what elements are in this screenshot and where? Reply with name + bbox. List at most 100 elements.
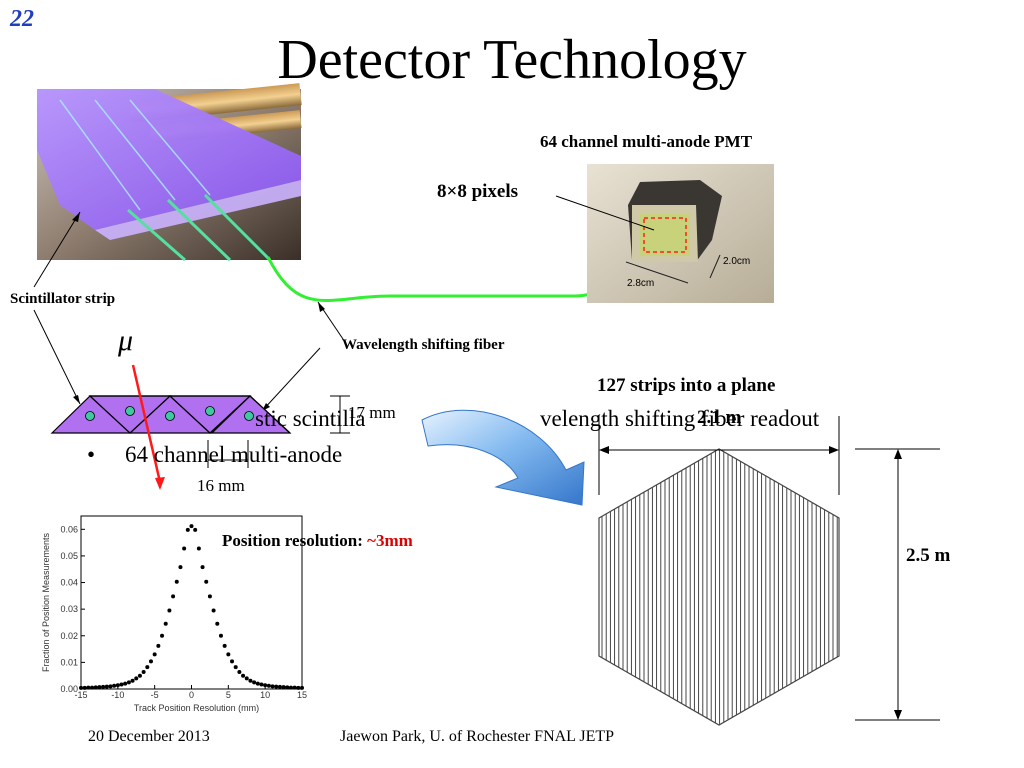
pmt-width-label: 2.8cm xyxy=(627,278,655,289)
data-point xyxy=(167,608,172,613)
data-point xyxy=(200,565,205,570)
slide-number: 22 xyxy=(10,6,34,32)
bullet-1-fragment-a: stic scintilla xyxy=(255,406,366,431)
position-resolution-value: ~3mm xyxy=(367,531,413,550)
x-tick-label: 10 xyxy=(260,690,270,700)
plane-height-label: 2.5 m xyxy=(906,545,951,566)
data-point xyxy=(263,683,268,688)
data-point xyxy=(145,665,150,670)
bullet-2-marker: • xyxy=(87,442,96,467)
data-point xyxy=(255,681,260,686)
footer-author: Jaewon Park, U. of Rochester FNAL JETP xyxy=(340,728,615,745)
x-tick-label: 5 xyxy=(226,690,231,700)
x-tick-label: 0 xyxy=(189,690,194,700)
width-dimension xyxy=(598,416,840,495)
data-point xyxy=(182,546,187,551)
height-dimension xyxy=(855,448,940,721)
data-point xyxy=(266,683,271,688)
data-point xyxy=(207,594,212,599)
data-point xyxy=(97,685,102,690)
scint-strip-pointer-2 xyxy=(33,309,81,405)
wls-fiber-label: Wavelength shifting fiber xyxy=(342,337,505,353)
data-point xyxy=(123,681,128,686)
data-point xyxy=(241,673,246,678)
data-point xyxy=(82,685,87,690)
data-point xyxy=(90,685,95,690)
data-point xyxy=(160,633,165,638)
x-tick-label: -15 xyxy=(74,690,87,700)
data-point xyxy=(218,633,223,638)
data-point xyxy=(292,685,297,690)
x-tick-label: 15 xyxy=(297,690,307,700)
data-point xyxy=(178,565,183,570)
data-point xyxy=(193,527,198,532)
data-point xyxy=(115,683,120,688)
muon-symbol: μ xyxy=(118,324,134,357)
y-tick-label: 0.03 xyxy=(60,604,78,614)
data-point xyxy=(226,652,231,657)
scint-strip-pointer xyxy=(33,211,81,288)
position-resolution-prefix: Position resolution: xyxy=(222,531,368,550)
data-point xyxy=(248,678,253,683)
data-point xyxy=(101,684,106,689)
data-point xyxy=(174,579,179,584)
plane-width-label: 2.1 m xyxy=(697,407,742,428)
pixels-label: 8×8 pixels xyxy=(437,181,519,202)
data-point xyxy=(296,685,301,690)
strip-cross-section xyxy=(50,395,350,468)
strips-plane-label: 127 strips into a plane xyxy=(597,375,776,396)
position-resolution-label: Position resolution: ~3mm xyxy=(222,531,413,551)
data-point xyxy=(196,546,201,551)
data-point xyxy=(189,524,194,529)
data-point xyxy=(108,684,113,689)
curved-arrow xyxy=(421,409,585,506)
strip-width-label: 16 mm xyxy=(197,476,245,495)
data-point xyxy=(112,683,117,688)
data-point xyxy=(285,685,290,690)
bullet-1-fragment-b: velength shifting fiber readout xyxy=(540,406,820,431)
data-point xyxy=(230,659,235,664)
data-point xyxy=(252,680,257,685)
data-point xyxy=(130,678,135,683)
data-point xyxy=(270,684,275,689)
data-point xyxy=(259,682,264,687)
data-point xyxy=(281,685,286,690)
y-tick-label: 0.01 xyxy=(60,657,78,667)
page-title: Detector Technology xyxy=(277,29,747,91)
data-point xyxy=(233,665,238,670)
y-tick-label: 0.02 xyxy=(60,631,78,641)
pmt-title-label: 64 channel multi-anode PMT xyxy=(540,132,753,151)
data-point xyxy=(211,608,216,613)
data-point xyxy=(185,527,190,532)
data-point xyxy=(274,684,279,689)
muon-track xyxy=(131,364,162,483)
scintillator-strip-label: Scintillator strip xyxy=(10,291,116,307)
y-tick-label: 0.06 xyxy=(60,524,78,534)
y-axis-label: Fraction of Position Measurements xyxy=(41,532,51,672)
data-point xyxy=(152,652,157,657)
data-point xyxy=(119,682,124,687)
data-point xyxy=(148,659,153,664)
data-point xyxy=(134,676,139,681)
strip-plane-hexagon xyxy=(601,449,838,725)
data-point xyxy=(244,676,249,681)
x-axis-label: Track Position Resolution (mm) xyxy=(134,703,259,713)
data-point xyxy=(93,685,98,690)
wls-fiber-pointer-2 xyxy=(261,347,321,412)
data-point xyxy=(141,669,146,674)
data-point xyxy=(156,643,161,648)
pixels-pointer-line xyxy=(555,195,655,231)
data-point xyxy=(300,685,304,690)
x-tick-label: -10 xyxy=(111,690,124,700)
data-point xyxy=(222,643,227,648)
data-point xyxy=(277,684,282,689)
footer-date: 20 December 2013 xyxy=(88,728,210,745)
data-point xyxy=(171,594,176,599)
y-tick-label: 0.05 xyxy=(60,551,78,561)
x-tick-label: -5 xyxy=(151,690,159,700)
data-point xyxy=(79,685,83,690)
data-point xyxy=(104,684,109,689)
y-tick-label: 0.00 xyxy=(60,684,78,694)
